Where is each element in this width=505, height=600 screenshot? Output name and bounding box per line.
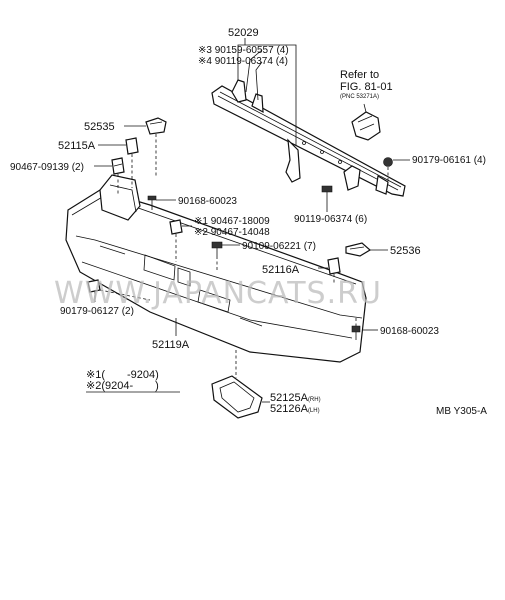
label-90168-60023-a: 90168-60023 <box>178 196 237 207</box>
retainer-52535 <box>145 117 167 135</box>
label-fig: FIG. 81-01 <box>340 81 393 93</box>
label-52115a: 52115A <box>58 140 96 152</box>
label-52126a: 52126A(LH) <box>270 403 320 415</box>
label-52535: 52535 <box>84 121 115 133</box>
leader-lines <box>86 38 410 403</box>
clip-90467-18009 <box>169 219 183 235</box>
label-52536: 52536 <box>390 245 421 257</box>
label-52119a: 52119A <box>152 339 190 351</box>
retainer-52115a <box>125 137 139 155</box>
retainer-52116a <box>327 257 341 275</box>
clip-90467-09139 <box>111 157 125 175</box>
label-90168-60023-b: 90168-60023 <box>380 326 439 337</box>
label-90467-18009: ※1 90467-18009 <box>194 216 270 227</box>
label-90179-06161: 90179-06161 (4) <box>412 155 486 166</box>
label-refer-to: Refer to <box>340 69 379 81</box>
label-90109-06221: 90109-06221 (7) <box>242 241 316 252</box>
label-52029: 52029 <box>228 27 259 39</box>
clip-90109-06221 <box>211 241 223 256</box>
label-90119-06374-a: ※4 90119-06374 (4) <box>198 56 288 67</box>
side-retainer-52536 <box>345 242 372 257</box>
watermark: WWW.JAPANCATS.RU <box>54 276 382 311</box>
bumper-cover <box>65 174 367 363</box>
label-90467-09139: 90467-09139 (2) <box>10 162 84 173</box>
lamp-cover <box>211 375 263 419</box>
label-90467-14048: ※2 90467-14048 <box>194 227 270 238</box>
diagram-code: MB Y305-A <box>436 406 487 417</box>
label-52125a-side: (RH) <box>308 397 321 403</box>
label-90159-60557: ※3 90159-60557 (4) <box>198 45 289 56</box>
bracket-53271a <box>351 103 381 141</box>
label-pnc: (PNC 53271A) <box>340 94 379 100</box>
nut-90179-06161 <box>383 157 393 167</box>
label-52126a-side: (LH) <box>308 408 320 414</box>
label-90119-06374-b: 90119-06374 (6) <box>294 214 367 225</box>
bumper-reinforcement <box>211 79 406 197</box>
note-2: ※2(9204- ) <box>86 380 159 392</box>
label-52125a-number: 52125A <box>270 392 309 404</box>
bolt-90119-06374 <box>321 185 333 200</box>
label-52126a-number: 52126A <box>270 403 309 415</box>
label-52125a: 52125A(RH) <box>270 392 321 404</box>
note-1: ※1( -9204) <box>86 369 159 381</box>
label-52116a: 52116A <box>262 264 300 276</box>
label-90179-06127: 90179-06127 (2) <box>60 306 134 317</box>
screw-90168-60023-b <box>351 325 361 340</box>
